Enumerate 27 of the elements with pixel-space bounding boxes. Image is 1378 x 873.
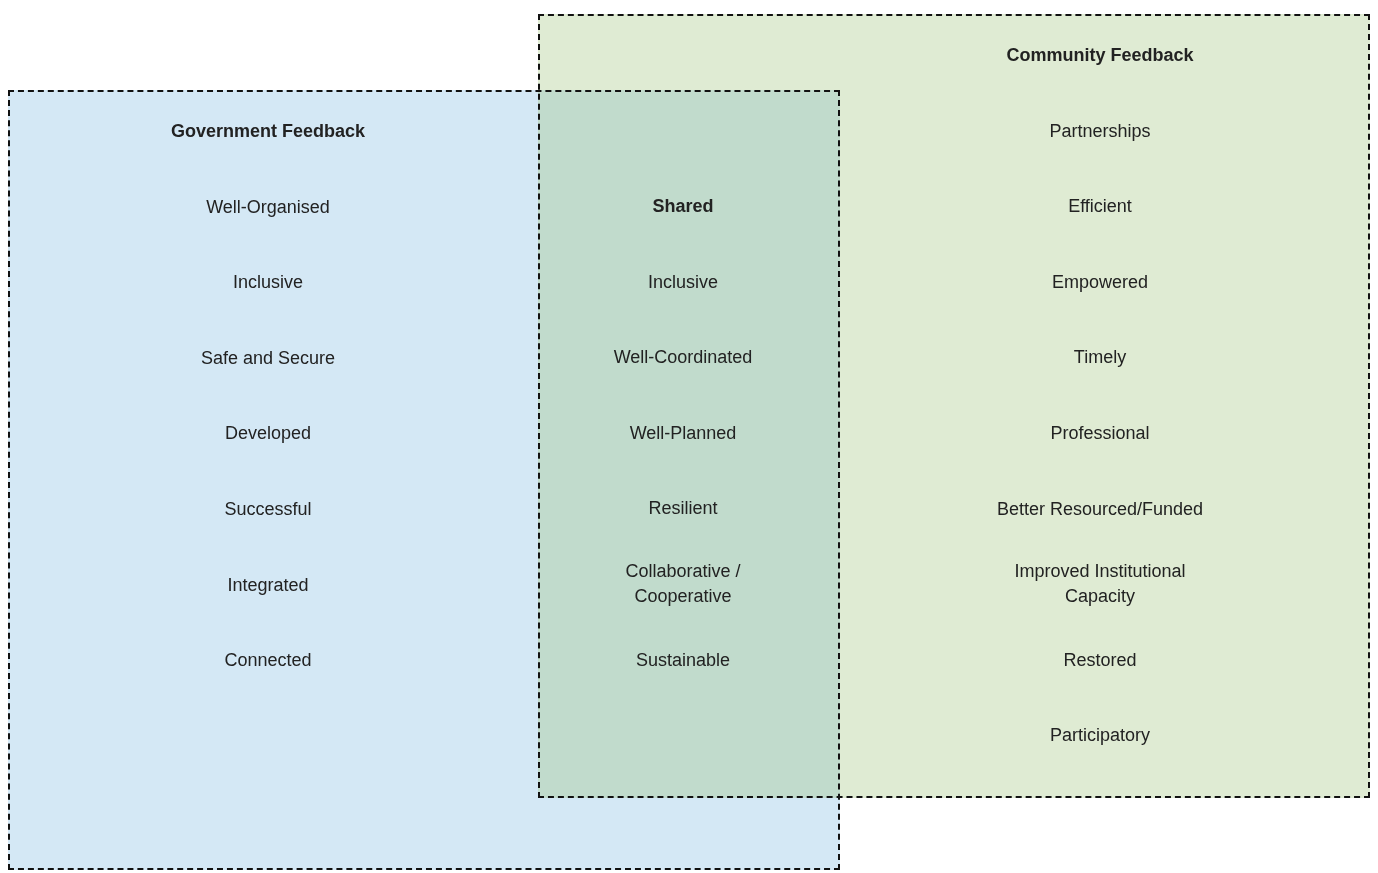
list-item: Professional — [1049, 421, 1151, 445]
list-item: Successful — [223, 497, 313, 521]
list-item: Efficient — [1067, 194, 1133, 218]
panel-title: Government Feedback — [169, 119, 367, 143]
list-item: Connected — [223, 648, 313, 672]
list-item: Empowered — [1050, 270, 1149, 294]
list-item: Developed — [223, 421, 313, 445]
list-item: Well-Planned — [628, 421, 738, 445]
list-item: Better Resourced/Funded — [995, 497, 1205, 521]
list-item: Improved Institutional Capacity — [1013, 560, 1187, 609]
list-item: Collaborative / Cooperative — [624, 560, 742, 608]
list-item: Integrated — [226, 573, 310, 597]
list-item: Partnerships — [1048, 119, 1152, 143]
category-panel — [538, 14, 1370, 798]
list-item: Resilient — [647, 496, 719, 520]
panel-title: Shared — [651, 194, 715, 218]
list-item: Timely — [1072, 345, 1128, 369]
list-item: Participatory — [1048, 723, 1151, 747]
panel-title: Community Feedback — [1005, 43, 1195, 67]
list-item: Restored — [1062, 648, 1138, 672]
list-item: Inclusive — [647, 270, 719, 294]
category-panel — [8, 90, 840, 870]
list-item: Safe and Secure — [199, 346, 337, 370]
list-item: Inclusive — [232, 270, 304, 294]
list-item: Sustainable — [634, 648, 732, 672]
list-item: Well-Coordinated — [612, 345, 754, 369]
list-item: Well-Organised — [205, 195, 331, 219]
